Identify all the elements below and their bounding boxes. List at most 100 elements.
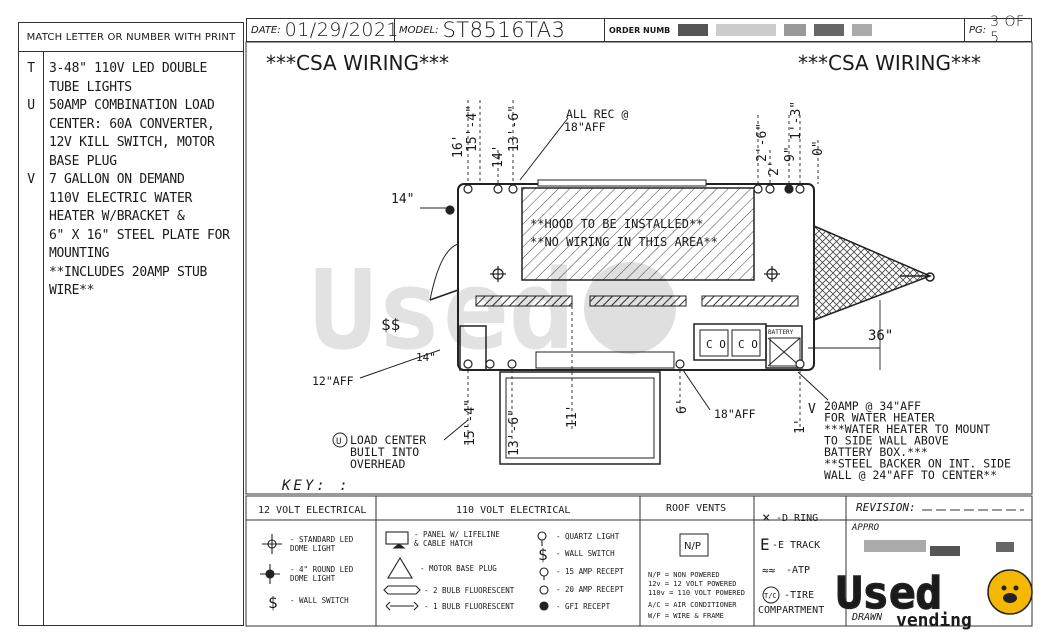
logo-word: Used — [836, 568, 942, 619]
drawing-frame — [245, 41, 1033, 495]
svg-text:N/P: N/P — [684, 541, 701, 552]
redacted-block — [716, 24, 777, 36]
quartz-light-icon — [537, 531, 547, 541]
model-value: ST8516TA3 — [442, 18, 566, 42]
redacted-block — [784, 24, 807, 36]
redacted-block — [852, 24, 873, 36]
date-cell: DATE: 01/29/2021 — [247, 19, 399, 41]
date-value: 01/29/2021 — [284, 19, 400, 41]
note-all-rec: ALL REC @18"AFF — [564, 107, 628, 134]
receptacle-icon — [765, 184, 775, 194]
redacted-block — [814, 24, 845, 36]
receptacle-icon — [795, 184, 805, 194]
receptacle-icon — [485, 359, 495, 369]
dim-13-6-bot: 13'-6" — [507, 409, 522, 456]
receptacle-icon — [795, 359, 805, 369]
svg-text:A/C = AIR CONDITIONER: A/C = AIR CONDITIONER — [648, 601, 737, 609]
receptacle-icon — [493, 184, 503, 194]
approved-label: APPRO — [851, 523, 880, 533]
leader-18aff — [682, 369, 711, 411]
dim-14in-upper: 14" — [391, 192, 414, 207]
legend-item-t: T 3-48" 110V LED DOUBLE TUBE LIGHTS — [27, 61, 208, 95]
svg-text:- 15 AMP RECEPT: - 15 AMP RECEPT — [556, 567, 624, 576]
legend-panel: MATCH LETTER OR NUMBER WITH PRINT T 3-48… — [18, 22, 244, 626]
dim-16: 16' — [451, 135, 466, 158]
receptacle-icon — [675, 359, 685, 369]
d-ring-label: -D RING — [776, 513, 818, 524]
awning-area — [499, 371, 661, 465]
dim-2: 2' — [767, 160, 782, 176]
svg-text:- WALL SWITCH: - WALL SWITCH — [556, 549, 615, 558]
receptacle-icon — [463, 184, 473, 194]
svg-text:- MOTOR BASE PLUG: - MOTOR BASE PLUG — [420, 564, 497, 573]
leader-load-center — [443, 419, 469, 441]
tire-label: -TIRE — [784, 590, 814, 601]
svg-text:- 20 AMP RECEPT: - 20 AMP RECEPT — [556, 585, 624, 594]
top-vent — [537, 179, 707, 187]
dim-15-4-bot: 15'-4" — [463, 399, 478, 446]
dim-13-6-top: 13'-6" — [507, 105, 522, 152]
revision-label: REVISION: — [856, 501, 916, 514]
hood-area — [521, 187, 755, 281]
legend-items: T 3-48" 110V LED DOUBLE TUBE LIGHTS U 50… — [19, 52, 243, 626]
dim-14-top: 14' — [491, 145, 506, 168]
leader-all-rec — [519, 117, 569, 181]
receptacle-icon — [463, 359, 473, 369]
sink-left: C O — [706, 338, 726, 351]
e-track-icon: E — [760, 535, 770, 554]
redacted-block — [678, 24, 709, 36]
twenty-amp-receptacle-icon — [539, 585, 549, 595]
dim-2-6: 2'-6" — [755, 123, 770, 162]
led-tube-light — [475, 295, 573, 307]
dim-15-4-top: 15'-4" — [465, 105, 480, 152]
model-cell: MODEL: ST8516TA3 — [395, 18, 605, 42]
svg-text:- 2 BULB FLUORESCENT: - 2 BULB FLUORESCENT — [424, 586, 515, 595]
sink-right: C O — [738, 338, 758, 351]
panel-lifeline-icon — [385, 531, 409, 545]
svg-text:- 1 BULB FLUORESCENT: - 1 BULB FLUORESCENT — [424, 602, 515, 611]
title-right: ***CSA WIRING*** — [798, 51, 981, 75]
d-ring-icon: × — [762, 510, 770, 526]
wall-switch-dollar: $$ — [381, 315, 400, 334]
svg-text:V: V — [808, 402, 816, 417]
svg-text:N/P = NON POWERED: N/P = NON POWERED — [648, 571, 720, 579]
receptacle-icon — [784, 184, 794, 194]
used-vending-logo: Used vending — [835, 567, 1033, 630]
hitch-coupler — [925, 272, 935, 282]
legend-item-u: U 50AMP COMBINATION LOAD CENTER: 60A CON… — [27, 98, 215, 169]
page-value: 3 OF 5 — [990, 14, 1025, 46]
wall-switch-12v-icon: $ — [268, 593, 278, 612]
receptacle-icon — [445, 205, 455, 215]
svg-text:110v = 110 VOLT POWERED: 110v = 110 VOLT POWERED — [648, 589, 745, 597]
leader-heater — [797, 371, 829, 401]
drawn-label: DRAWN — [851, 612, 883, 623]
serving-window — [535, 351, 675, 369]
leader-12aff — [359, 349, 441, 379]
tc-icon: T/C — [764, 592, 777, 600]
legend-divider — [43, 52, 44, 626]
page-cell: PG: 3 OF 5 — [965, 14, 1031, 46]
title-left: ***CSA WIRING*** — [266, 51, 449, 75]
dim-1-3: 1'-3" — [789, 101, 804, 140]
one-bulb-fluorescent-icon — [385, 601, 419, 611]
dim-9: 9" — [783, 146, 798, 162]
svg-text:- GFI RECEPT: - GFI RECEPT — [556, 602, 611, 611]
led-tube-light — [701, 295, 799, 307]
svg-text:- QUARTZ LIGHT: - QUARTZ LIGHT — [556, 532, 620, 541]
pig-icon — [987, 569, 1033, 615]
gfi-receptacle-icon — [539, 601, 549, 611]
legend-item-v: V 7 GALLON ON DEMAND 110V ELECTRIC WATER… — [27, 172, 230, 298]
order-cell: ORDER NUMB — [605, 19, 965, 41]
compartment-label: COMPARTMENT — [758, 605, 824, 616]
led-tube-light — [589, 295, 687, 307]
atp-icon: ≈≈ — [762, 564, 776, 577]
hood-note-1: **HOOD TO BE INSTALLED** — [530, 217, 703, 231]
hood-note-2: **NO WIRING IN THIS AREA** — [530, 235, 718, 249]
note-12aff: 12"AFF — [312, 374, 354, 388]
svg-text:U: U — [336, 437, 341, 447]
